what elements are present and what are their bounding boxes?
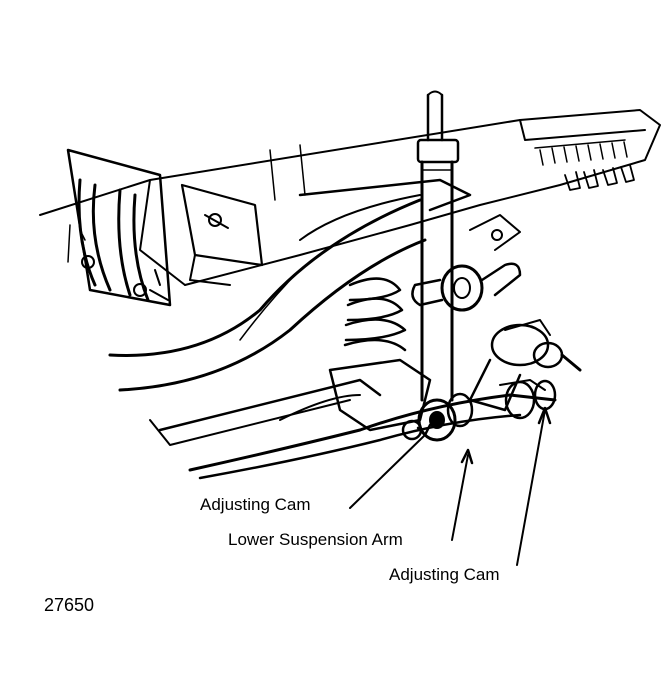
coil-spring bbox=[343, 277, 407, 352]
shock-absorber bbox=[416, 90, 460, 402]
adjusting-cam-rear-label: Adjusting Cam bbox=[389, 565, 500, 584]
figure-number: 27650 bbox=[44, 595, 95, 615]
frame-rail bbox=[39, 109, 661, 286]
adjusting-cam-label: Adjusting Cam bbox=[200, 495, 311, 514]
adjusting-cam-front bbox=[401, 392, 474, 442]
upper-mount bbox=[411, 214, 522, 312]
lower-suspension-arm-shape bbox=[149, 358, 557, 480]
callout-leader-lines bbox=[349, 406, 552, 566]
lower-suspension-arm-label: Lower Suspension Arm bbox=[228, 530, 403, 549]
spring-bracket bbox=[66, 148, 172, 307]
steering-knuckle bbox=[468, 319, 582, 412]
upper-control-arm bbox=[108, 178, 472, 392]
frame-bracket bbox=[180, 183, 264, 286]
